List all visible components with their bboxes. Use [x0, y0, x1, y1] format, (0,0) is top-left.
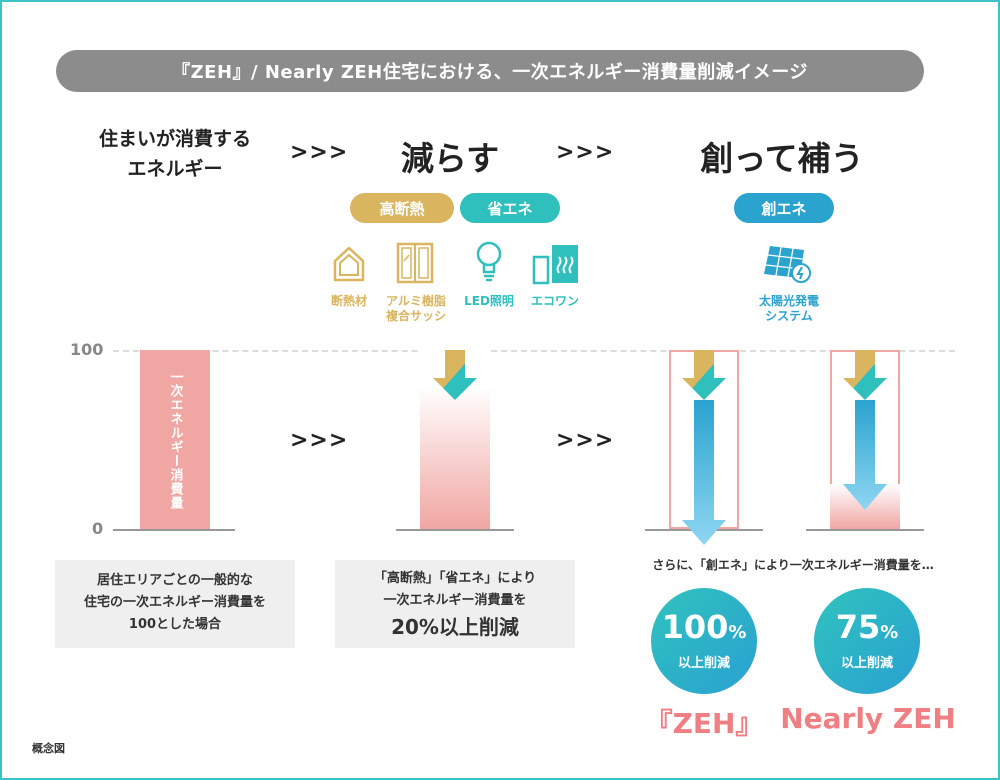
zeh-create-arrow-icon: [682, 400, 726, 545]
water-heater-icon: [532, 245, 578, 285]
footnote: 概念図: [32, 742, 65, 755]
caption-reduce: 「高断熱」「省エネ」により 一次エネルギー消費量を 20%以上削減: [335, 560, 575, 648]
reduce-highlight: 20%以上削減: [391, 615, 519, 639]
zeh-result-sub: 以上削減: [677, 656, 730, 671]
step1-line1: 住まいが消費する: [98, 128, 251, 150]
chart-arrow-2: >>>: [556, 428, 615, 453]
nearly-zeh-name: Nearly ZEH: [780, 702, 956, 735]
baseline-axis-2: [396, 529, 514, 531]
reference-line-100: [113, 350, 955, 352]
icon-label-led: LED照明: [464, 294, 514, 308]
nearly-result-value: 75: [835, 608, 881, 646]
page-title: 『ZEH』/ Nearly ZEH住宅における、一次エネルギー消費量削減イメージ: [56, 50, 924, 92]
y-tick-0: 0: [92, 519, 104, 538]
bulb-icon: [476, 241, 502, 282]
y-tick-100: 100: [70, 340, 104, 359]
zeh-reduce-arrow-icon: [682, 350, 726, 400]
zeh-name: 『ZEH』: [644, 707, 764, 740]
caption-baseline: 居住エリアごとの一般的な 住宅の一次エネルギー消費量を 100とした場合: [55, 560, 295, 648]
nearly-create-arrow-icon: [843, 400, 887, 510]
icon-label-solar: 太陽光発電 システム: [758, 294, 819, 323]
reduce-arrow-icon: [433, 350, 477, 400]
step-arrow-2: >>>: [556, 140, 615, 165]
step1-heading: 住まいが消費する エネルギー: [60, 124, 290, 184]
bar-baseline-label: 一次エネルギー消費量: [167, 370, 183, 510]
nearly-reduce-arrow-icon: [843, 350, 887, 400]
baseline-axis-4: [806, 529, 924, 531]
icon-label-ecoone: エコワン: [530, 294, 579, 308]
step-arrow-1: >>>: [290, 140, 349, 165]
tag-energy-saving: 省エネ: [460, 193, 560, 223]
create-intro: さらに、「創エネ」により一次エネルギー消費量を…: [652, 558, 934, 572]
chart-arrow-1: >>>: [290, 428, 349, 453]
icon-label-window: アルミ樹脂 複合サッシ: [385, 294, 446, 323]
zeh-result-circle: 100% 以上削減: [651, 588, 757, 694]
zeh-result-value: 100: [661, 608, 729, 646]
house-icon: [333, 246, 365, 282]
tag-insulation: 高断熱: [350, 193, 454, 223]
nearly-result-circle: 75% 以上削減: [814, 588, 920, 694]
window-icon: [396, 242, 434, 284]
icon-label-insulation: 断熱材: [330, 294, 367, 308]
step3-heading: 創って補う: [700, 139, 864, 178]
step2-heading: 減らす: [400, 139, 500, 178]
step1-line2: エネルギー: [127, 158, 223, 180]
bar-baseline: [140, 350, 210, 529]
tag-energy-creation: 創エネ: [734, 193, 834, 223]
baseline-axis-1: [113, 529, 235, 531]
solar-panel-icon: [764, 246, 811, 283]
nearly-result-sub: 以上削減: [840, 656, 893, 671]
